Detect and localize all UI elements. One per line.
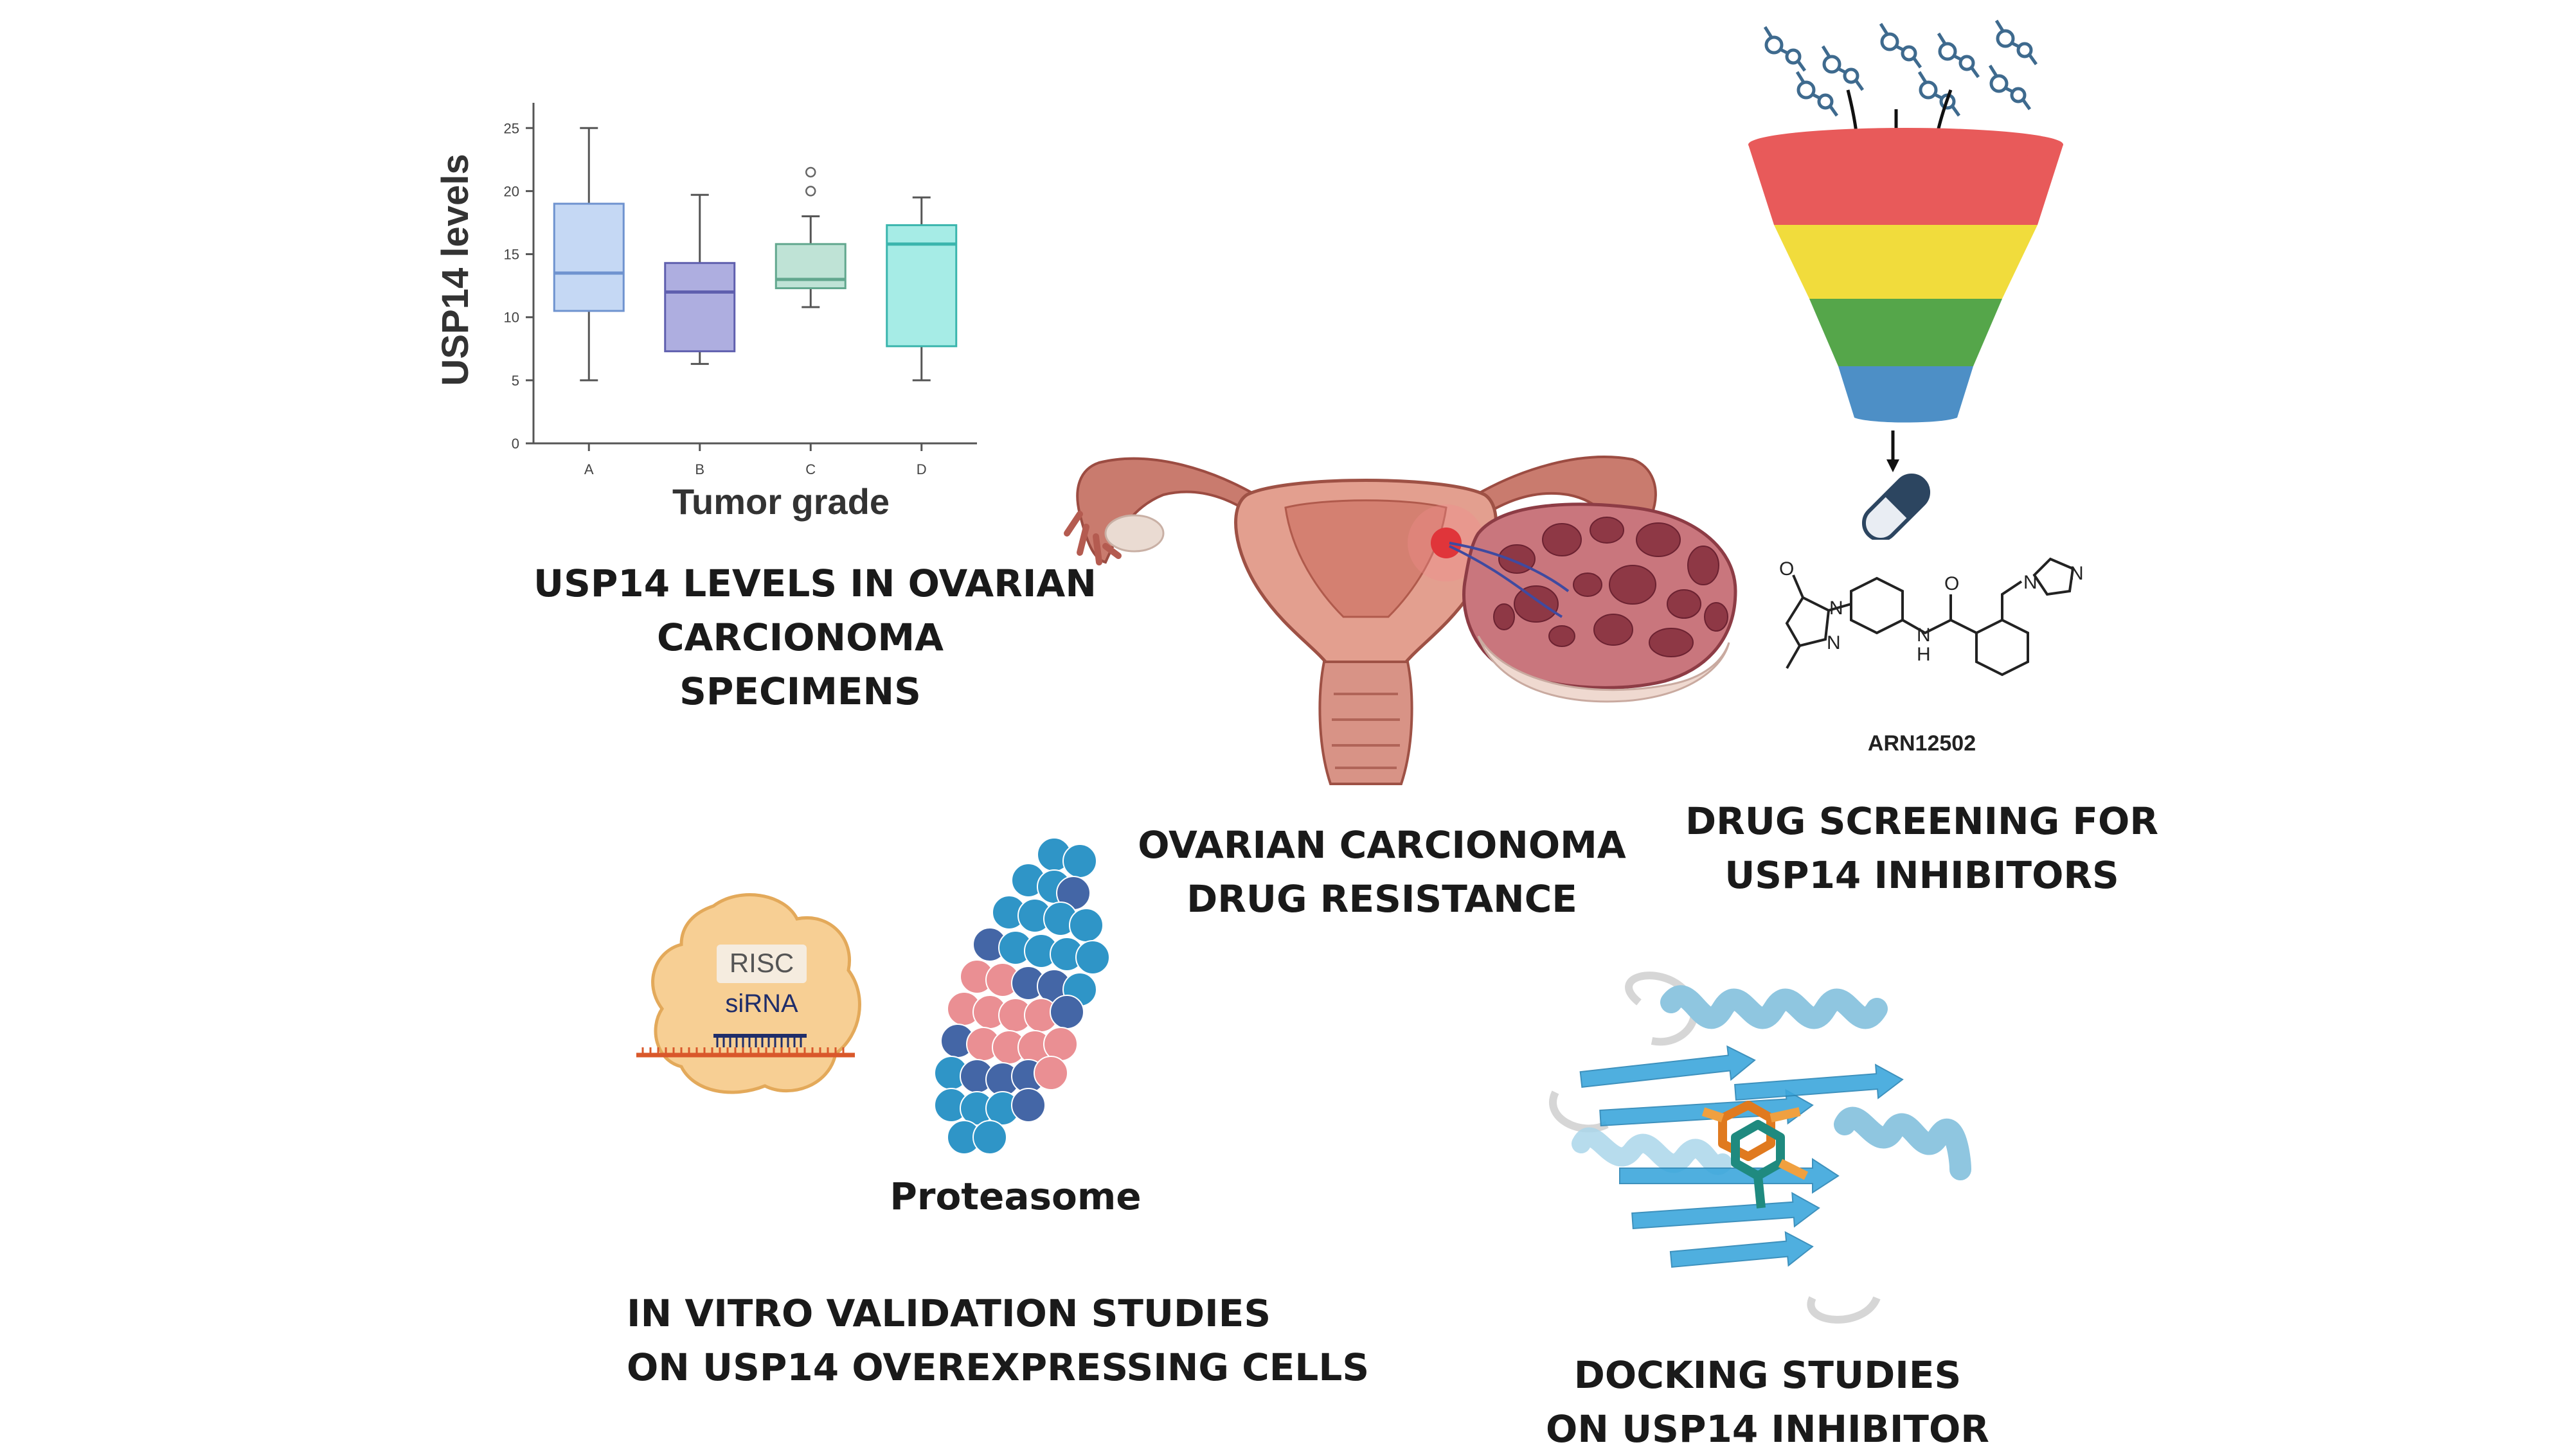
caption-line: USP14 LEVELS IN OVARIAN xyxy=(533,562,1097,605)
follicle xyxy=(1593,614,1633,646)
screening-funnel xyxy=(1735,6,2070,542)
follicle xyxy=(1493,603,1515,630)
risc-blob xyxy=(651,893,861,1094)
funnel-band-green xyxy=(1809,299,2002,366)
alpha-helix xyxy=(1572,1127,1732,1175)
beta-strand-arrow xyxy=(1734,1063,1904,1101)
arn12502-structure: O N N O N H N N ARN12502 xyxy=(1748,546,2084,758)
y-tick-label: 0 xyxy=(512,436,519,452)
left-ovary xyxy=(1104,514,1165,553)
caption-line: ON USP14 INHIBITOR xyxy=(1546,1407,1989,1451)
beta-strand-arrow xyxy=(1669,1230,1814,1268)
x-tick-label: B xyxy=(695,461,704,477)
atom-label: O xyxy=(1779,558,1794,580)
cervix xyxy=(1318,661,1413,785)
boxplot-svg: 0 5 10 15 20 25A B C D USP14 levels Tumor grade xyxy=(434,103,977,522)
caption-line: ON USP14 OVEREXPRESSING CELLS xyxy=(627,1345,1370,1389)
box-C xyxy=(775,243,847,290)
atom-label: O xyxy=(1944,573,1959,594)
caption-line: USP14 INHIBITORS xyxy=(1724,853,2119,897)
follicle xyxy=(1573,573,1602,597)
center-caption: OVARIAN CARCIONOMA DRUG RESISTANCE xyxy=(1093,818,1671,926)
molecule-icon xyxy=(1879,22,1922,69)
proteasome xyxy=(900,835,1131,1157)
proteasome-subunit xyxy=(972,1120,1007,1155)
y-tick-label: 5 xyxy=(512,373,519,389)
x-tick-label: C xyxy=(805,461,816,477)
molecule-icon xyxy=(1994,19,2038,66)
x-tick-label: A xyxy=(584,461,594,477)
proteasome-subunit xyxy=(1034,1056,1068,1090)
docking-caption: DOCKING STUDIES ON USP14 INHIBITOR xyxy=(1478,1348,2057,1456)
box-A xyxy=(553,202,625,312)
caption-line: OVARIAN CARCIONOMA xyxy=(1138,823,1626,867)
funnel-band-yellow xyxy=(1774,225,2038,299)
left-fallopian-tube xyxy=(1076,457,1268,564)
caption-line: DOCKING STUDIES xyxy=(1573,1353,1962,1397)
y-tick-label: 10 xyxy=(504,310,519,326)
docking-protein xyxy=(1543,964,1980,1336)
funnel-band-red xyxy=(1748,145,2063,225)
docked-ligand xyxy=(1701,1101,1809,1209)
outlier-point xyxy=(805,166,816,178)
y-axis-label: USP14 levels xyxy=(434,154,476,386)
molecule-icon xyxy=(1821,45,1865,91)
outlier-point xyxy=(805,186,816,197)
beta-strand-arrow xyxy=(1631,1192,1820,1230)
sirna-label: siRNA xyxy=(725,990,798,1018)
proteasome-subunit xyxy=(1050,995,1084,1029)
follicle xyxy=(1609,565,1656,605)
molecule-icon xyxy=(1795,71,1839,117)
molecule-icon xyxy=(1917,71,1961,117)
box-B xyxy=(664,262,736,353)
compound-label: ARN12502 xyxy=(1868,731,1976,756)
caption-line: DRUG SCREENING FOR xyxy=(1685,799,2158,843)
follicle xyxy=(1514,585,1559,623)
follicle xyxy=(1704,602,1728,632)
atom-label: N xyxy=(1829,598,1843,619)
caption-line: DRUG RESISTANCE xyxy=(1187,877,1577,921)
x-tick-label: D xyxy=(917,461,927,477)
atom-label: N xyxy=(1917,625,1931,646)
proteasome-subunit xyxy=(1075,940,1110,975)
boxplot-caption: USP14 LEVELS IN OVARIAN CARCIONOMA SPECI… xyxy=(533,556,1097,718)
alpha-helix xyxy=(1660,985,1971,1180)
follicle xyxy=(1636,522,1681,557)
screening-caption: DRUG SCREENING FOR USP14 INHIBITORS xyxy=(1645,794,2198,902)
molecule-icon xyxy=(1937,32,1980,78)
atom-label: H xyxy=(1917,644,1931,665)
molecule-icon xyxy=(1988,64,2032,111)
proteasome-label: Proteasome xyxy=(890,1175,1142,1218)
proteasome-subunit xyxy=(1011,1088,1046,1123)
follicle xyxy=(1548,625,1575,647)
follicle xyxy=(1542,523,1582,556)
risc-complex: RISC siRNA xyxy=(636,887,881,1105)
risc-label: RISC xyxy=(730,948,794,978)
y-tick-label: 25 xyxy=(504,120,519,136)
proteasome-subunit xyxy=(1062,844,1097,878)
pill-icon xyxy=(1861,473,1931,542)
follicle xyxy=(1649,628,1694,657)
beta-strand-arrow xyxy=(1579,1045,1756,1088)
y-tick-label: 20 xyxy=(504,183,519,199)
atom-label: N xyxy=(1827,632,1841,653)
follicle xyxy=(1590,517,1624,544)
follicle xyxy=(1687,546,1719,585)
molecule-icon xyxy=(1763,26,1807,72)
invitro-caption: IN VITRO VALIDATION STUDIES ON USP14 OVE… xyxy=(627,1286,1370,1394)
proteasome-subunit xyxy=(1069,908,1104,943)
caption-line: CARCIONOMA xyxy=(656,616,944,659)
atom-label: N xyxy=(2070,563,2083,584)
beta-strand-arrow xyxy=(1619,1158,1840,1194)
uterus-ovary-illustration xyxy=(1054,424,1755,797)
funnel-band-blue xyxy=(1838,366,1973,423)
caption-line: IN VITRO VALIDATION STUDIES xyxy=(627,1292,1271,1335)
x-axis-label: Tumor grade xyxy=(672,481,890,522)
caption-line: SPECIMENS xyxy=(679,670,921,713)
atom-label: N xyxy=(2023,572,2038,593)
y-tick-label: 15 xyxy=(504,247,519,263)
follicle xyxy=(1667,589,1701,619)
